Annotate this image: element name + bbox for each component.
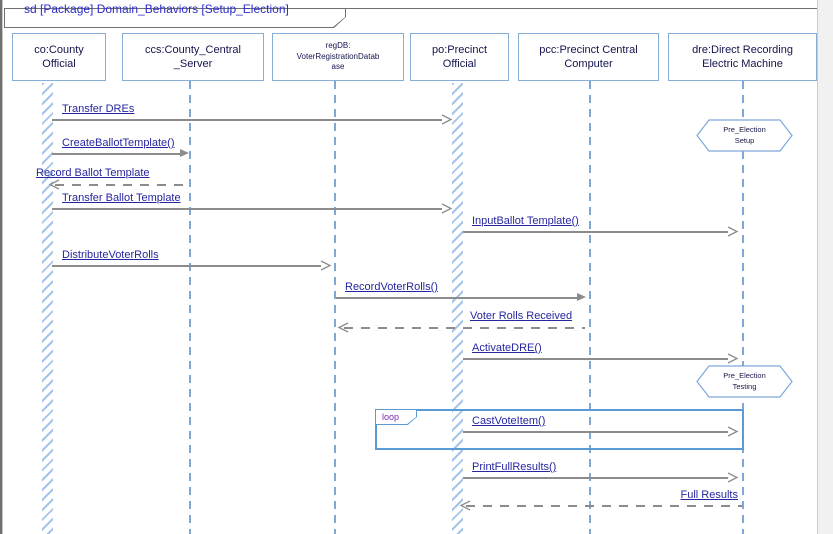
lifeline-head-precinct-official[interactable]: po:Precinct Official [410, 33, 509, 81]
message-label-distribute-voter-rolls[interactable]: DistributeVoterRolls [62, 249, 159, 261]
lifeline-label: regDB: [325, 40, 351, 50]
frame-title-pentagon-fill [5, 9, 345, 27]
open-arrowhead-right-icon [727, 226, 739, 237]
loop-operator-label: loop [382, 412, 400, 422]
message-line-dashed [344, 327, 585, 329]
open-arrowhead-left-icon [337, 322, 349, 333]
window-left-border-highlight [2, 0, 3, 534]
lifeline-label: Electric Machine [702, 58, 783, 70]
lifeline-label: VoterRegistrationDatab [296, 51, 380, 61]
message-label-record-voter-rolls[interactable]: RecordVoterRolls() [345, 281, 438, 293]
filled-arrowhead-right-icon [180, 149, 189, 157]
message-label-transfer-dres[interactable]: Transfer DREs [62, 103, 135, 115]
message-label-transfer-ballot-template[interactable]: Transfer Ballot Template [62, 192, 181, 204]
message-line-dashed [466, 505, 742, 507]
lifeline-label: pcc:Precinct Central [539, 43, 638, 56]
open-arrowhead-right-icon [320, 260, 332, 271]
message-line [336, 297, 579, 299]
state-invariant-pre-election-testing[interactable]: Pre_Election Testing [696, 365, 793, 398]
message-label-activate-dre[interactable]: ActivateDRE() [472, 342, 542, 354]
lifeline-label: dre:Direct Recording [692, 43, 793, 56]
message-line [463, 431, 728, 433]
open-arrowhead-right-icon [727, 472, 739, 483]
message-line [463, 477, 728, 479]
message-label-input-ballot-template[interactable]: InputBallot Template() [472, 215, 579, 227]
diagram-frame-top-border [4, 8, 817, 9]
open-arrowhead-left-icon [48, 179, 60, 190]
lifeline-head-county-central-server[interactable]: ccs:County_Central _Server [122, 33, 264, 81]
open-arrowhead-right-icon [727, 353, 739, 364]
frame-title-pentagon[interactable] [4, 8, 346, 28]
lifeline-co-activation[interactable] [42, 83, 53, 534]
open-arrowhead-right-icon [441, 203, 453, 214]
message-line-dashed [55, 184, 188, 186]
message-label-create-ballot-template[interactable]: CreateBallotTemplate() [62, 137, 175, 149]
loop-operator-pentagon [375, 409, 417, 425]
state-label: Pre_Election [723, 371, 766, 381]
lifeline-dre[interactable] [742, 81, 744, 534]
lifeline-ccs[interactable] [189, 81, 191, 534]
lifeline-label: po:Precinct [431, 43, 488, 56]
lifeline-head-voter-registration-database[interactable]: regDB: VoterRegistrationDatab ase [272, 33, 404, 81]
hexagon-shape [696, 119, 793, 152]
message-label-full-results[interactable]: Full Results [680, 489, 738, 501]
lifeline-regdb[interactable] [334, 81, 336, 534]
message-line [463, 358, 728, 360]
lifeline-label: co:County [34, 43, 84, 56]
open-arrowhead-right-icon [727, 426, 739, 437]
lifeline-head-direct-recording-machine[interactable]: dre:Direct Recording Electric Machine [668, 33, 817, 81]
message-label-voter-rolls-received[interactable]: Voter Rolls Received [470, 310, 573, 322]
message-label-record-ballot-template[interactable]: Record Ballot Template [36, 167, 150, 179]
state-label: Pre_Election [723, 125, 766, 135]
message-label-cast-vote-item[interactable]: CastVoteItem() [472, 415, 546, 427]
lifeline-pcc[interactable] [589, 81, 591, 534]
lifeline-head-precinct-central-computer[interactable]: pcc:Precinct Central Computer [518, 33, 659, 81]
message-line [52, 119, 442, 121]
lifeline-label: _Server [173, 58, 213, 70]
state-label: Testing [732, 381, 757, 391]
loop-fragment[interactable]: loop [375, 409, 744, 450]
lifeline-label: Official [442, 58, 477, 70]
open-arrowhead-right-icon [441, 114, 453, 125]
lifeline-head-county-official[interactable]: co:County Official [12, 33, 106, 81]
frame-title[interactable]: sd [Package] Domain_Behaviors [Setup_Ele… [24, 2, 289, 16]
message-line [52, 153, 182, 155]
lifeline-label: Computer [564, 58, 613, 70]
message-line [52, 265, 321, 267]
message-label-print-full-results[interactable]: PrintFullResults() [472, 461, 557, 473]
open-arrowhead-left-icon [459, 500, 471, 511]
lifeline-label: ase [331, 62, 345, 72]
message-line [463, 231, 728, 233]
filled-arrowhead-right-icon [577, 293, 586, 301]
window-left-border [0, 0, 2, 534]
hexagon-shape [696, 365, 793, 398]
state-label: Setup [734, 135, 755, 145]
lifeline-label: Official [42, 58, 76, 70]
lifeline-label: ccs:County_Central [145, 43, 241, 56]
message-line [52, 208, 442, 210]
state-invariant-pre-election-setup[interactable]: Pre_Election Setup [696, 119, 793, 152]
canvas-right-gutter [817, 0, 833, 534]
lifeline-po-activation[interactable] [452, 83, 463, 534]
